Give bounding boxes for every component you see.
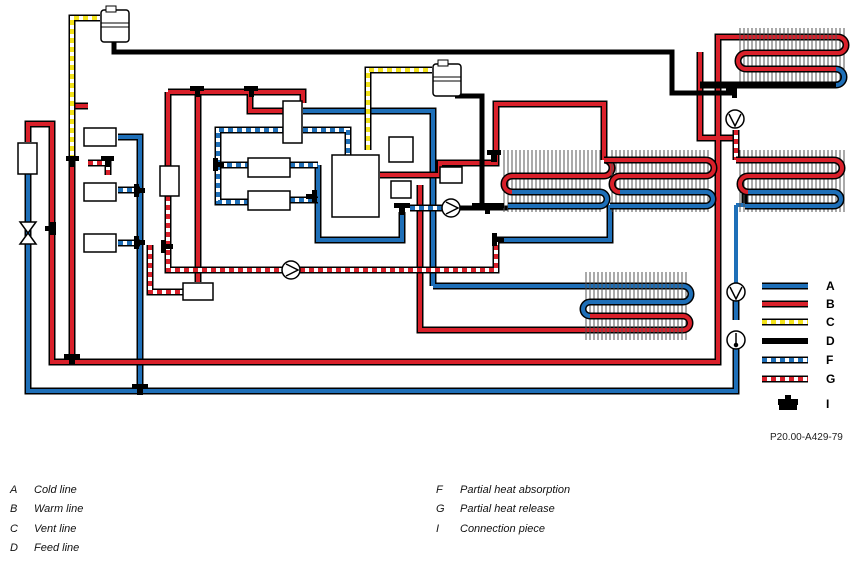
component-box-5	[247, 190, 291, 211]
legend-item-b: B	[762, 297, 835, 311]
legend-item-i: I	[778, 395, 829, 411]
pumps	[281, 109, 746, 350]
connection-piece	[161, 240, 173, 253]
line-legend: A B C D F G	[762, 279, 835, 411]
legend-item-f: F	[762, 353, 833, 367]
connection-piece	[306, 190, 317, 203]
connection-piece	[487, 150, 501, 162]
key-item-c: C Vent line	[10, 523, 76, 535]
pump-center	[281, 260, 301, 280]
connection-piece	[134, 184, 145, 197]
key-text: Connection piece	[460, 523, 546, 535]
connection-piece	[132, 384, 148, 395]
connection-piece	[213, 158, 224, 171]
connection-piece	[101, 156, 114, 167]
key-text: Warm line	[34, 503, 84, 515]
component-box-2	[83, 182, 117, 202]
connection-pieces	[45, 84, 737, 395]
key-code: G	[436, 503, 445, 515]
radiator-upper-right	[700, 28, 850, 89]
component-box-left-vertical	[17, 142, 38, 175]
coolant-circuit-diagram: A B C D F G	[17, 5, 850, 411]
legend-item-d: D	[762, 334, 835, 348]
key-text: Vent line	[34, 523, 77, 535]
component-box-8	[439, 166, 463, 184]
connection-piece	[726, 84, 737, 98]
connection-piece	[394, 203, 410, 215]
vent-lines	[68, 14, 432, 160]
key-item-d: D Feed line	[10, 542, 79, 554]
key-text: Partial heat release	[460, 503, 555, 515]
radiator-center-left	[500, 150, 616, 212]
legend-item-g: G	[762, 372, 835, 386]
partial-heat-absorption-lines	[118, 126, 443, 247]
legend-label: A	[826, 279, 835, 293]
key-text: Feed line	[34, 542, 80, 554]
pump-main	[441, 198, 461, 218]
connection-piece	[45, 222, 56, 235]
key-text: Cold line	[34, 484, 77, 496]
key-code: F	[436, 484, 443, 496]
component-box-1	[83, 127, 117, 147]
key-item-b: B Warm line	[10, 503, 83, 515]
component-box-main-unit	[331, 154, 380, 218]
legend-label: I	[826, 397, 829, 411]
component-box-vertical-2	[159, 165, 180, 197]
key-code: B	[10, 503, 18, 515]
pump-right-upper	[725, 109, 745, 129]
key-code: A	[10, 484, 18, 496]
connection-piece	[492, 233, 504, 246]
key-item-i: I Connection piece	[436, 523, 545, 535]
key-code: D	[10, 542, 18, 554]
pump-right-lower	[726, 282, 746, 302]
radiator-lower	[579, 272, 695, 340]
component-box-vertical-3	[282, 100, 303, 144]
legend-item-c: C	[762, 315, 835, 329]
component-box-4	[247, 157, 291, 178]
key-code: I	[436, 523, 440, 535]
connection-piece	[244, 86, 258, 97]
legend-label: C	[826, 315, 835, 329]
key-item-f: F Partial heat absorption	[436, 484, 570, 496]
cold-lines	[24, 107, 749, 395]
component-box-6	[388, 136, 414, 163]
radiator-serpentine-warm	[736, 35, 848, 71]
component-box-3	[83, 233, 117, 253]
warm-lines	[24, 33, 838, 366]
key-item-a: A Cold line	[10, 484, 77, 496]
legend-label: B	[826, 297, 835, 311]
key-item-g: G Partial heat release	[436, 503, 555, 515]
legend-label: G	[826, 372, 835, 386]
legend-label: D	[826, 334, 835, 348]
connection-piece	[134, 236, 145, 249]
partial-heat-release-lines	[88, 130, 740, 296]
connection-piece	[64, 354, 80, 365]
radiator-right-middle	[736, 150, 846, 212]
components	[17, 100, 463, 301]
connection-piece	[66, 156, 79, 167]
shutoff-valve	[18, 221, 38, 245]
expansion-tank-left	[100, 5, 130, 43]
legend-label: F	[826, 353, 833, 367]
legend-item-a: A	[762, 279, 835, 293]
temperature-sensor	[726, 330, 746, 350]
connection-piece	[190, 86, 204, 97]
radiator-center-right	[604, 150, 718, 212]
expansion-tank-center	[432, 59, 462, 97]
key-text: Partial heat absorption	[460, 484, 571, 496]
connection-piece	[472, 203, 504, 214]
component-box-7	[390, 180, 412, 199]
key-code: C	[10, 523, 18, 535]
component-box-9	[182, 282, 214, 301]
reference-number: P20.00-A429-79	[770, 432, 843, 443]
